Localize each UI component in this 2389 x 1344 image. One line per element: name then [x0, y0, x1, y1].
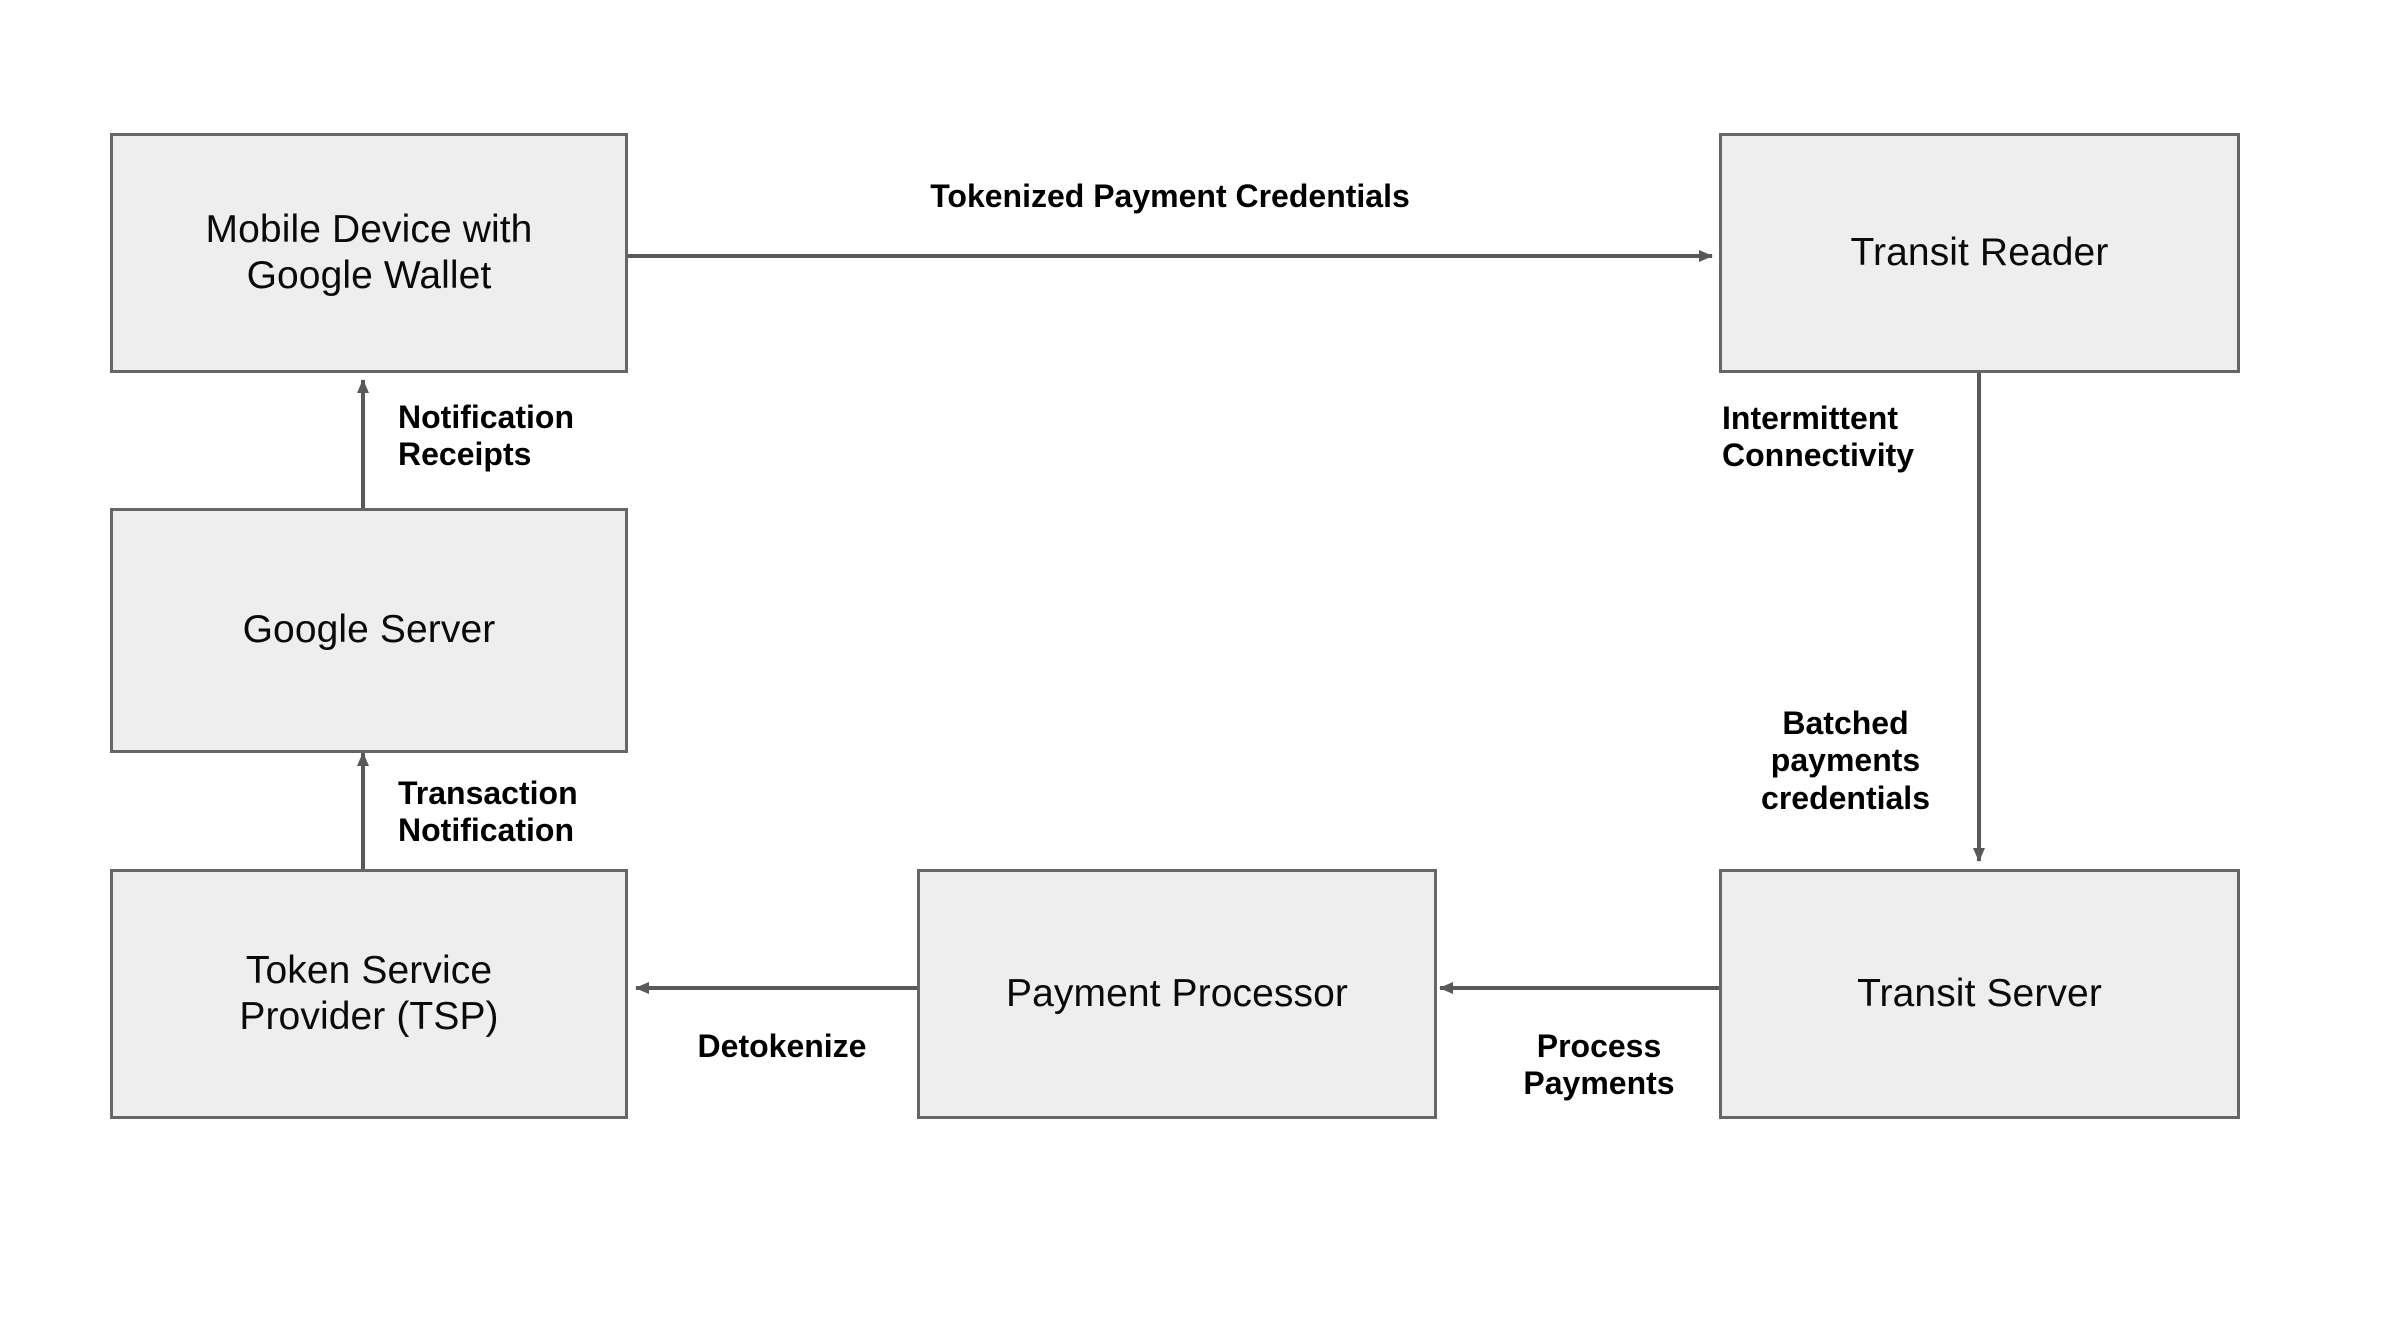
edge-label-batched-payments-credentials: Batched payments credentials	[1761, 705, 1930, 816]
node-payment-processor[interactable]: Payment Processor	[917, 869, 1437, 1119]
node-google-server[interactable]: Google Server	[110, 508, 628, 753]
node-token-service-provider[interactable]: Token Service Provider (TSP)	[110, 869, 628, 1119]
node-mobile-device-label: Mobile Device with Google Wallet	[205, 207, 533, 297]
node-mobile-device[interactable]: Mobile Device with Google Wallet	[110, 133, 628, 373]
node-token-service-provider-label: Token Service Provider (TSP)	[239, 948, 499, 1038]
edge-label-transaction-notification: Transaction Notification	[398, 775, 578, 849]
node-payment-processor-label: Payment Processor	[1006, 971, 1348, 1015]
edge-label-notification-receipts: Notification Receipts	[398, 399, 574, 473]
edge-label-intermittent-connectivity: Intermittent Connectivity	[1722, 400, 1915, 474]
node-transit-server[interactable]: Transit Server	[1719, 869, 2240, 1119]
node-transit-reader-label: Transit Reader	[1850, 230, 2109, 274]
edge-label-tokenized-payment-credentials: Tokenized Payment Credentials	[930, 178, 1410, 214]
node-google-server-label: Google Server	[242, 608, 496, 652]
node-transit-reader[interactable]: Transit Reader	[1719, 133, 2240, 373]
edge-label-process-payments: Process Payments	[1523, 1028, 1675, 1102]
node-transit-server-label: Transit Server	[1857, 971, 2102, 1015]
edge-label-detokenize: Detokenize	[697, 1028, 867, 1064]
